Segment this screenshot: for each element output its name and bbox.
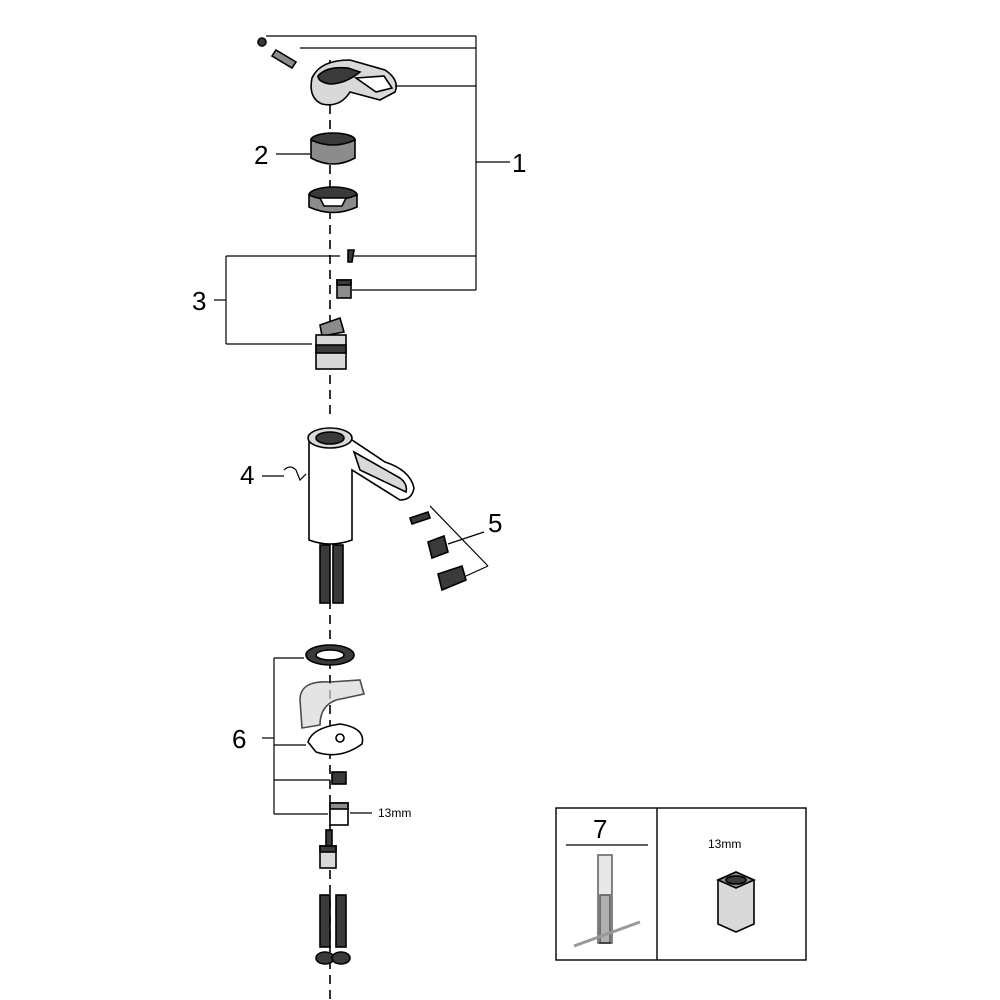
callout-1-bracket [266, 35, 510, 291]
mounting-nut-small [331, 771, 347, 785]
mounting-nut-13mm [329, 802, 349, 826]
handle-lever [310, 59, 398, 106]
handle-screw [257, 37, 298, 70]
socket-nut-13mm-icon [716, 871, 756, 933]
callout-6-bracket [262, 657, 330, 815]
aerator-seal [408, 510, 432, 526]
hose-clip [283, 466, 307, 482]
aerator-insert [427, 534, 449, 560]
cartridge-adapter [336, 279, 352, 299]
callout-5-bracket [429, 505, 489, 577]
callout-3-bracket [214, 255, 340, 345]
callout-number-1: 1 [512, 148, 526, 178]
callout-number-2: 2 [254, 140, 268, 170]
small-pin [347, 249, 355, 263]
wrench-size-label: 13mm [378, 806, 411, 820]
horseshoe-plate [307, 723, 364, 756]
threaded-rod [325, 829, 333, 847]
mixer-body [307, 427, 415, 545]
callout-number-4: 4 [240, 460, 254, 490]
mounting-washer [305, 644, 355, 666]
callout-number-5: 5 [488, 508, 502, 538]
mounting-bracket [299, 679, 366, 729]
tool-box-size-label: 13mm [708, 837, 741, 851]
callout-number-3: 3 [192, 286, 206, 316]
flex-hoses-lower [315, 894, 351, 965]
aerator-housing [437, 564, 467, 592]
cartridge [315, 316, 347, 370]
callout-number-6: 6 [232, 724, 246, 754]
tool-box: 7 [555, 807, 807, 961]
callout-number-7: 7 [593, 814, 607, 844]
flex-hoses-upper [319, 544, 344, 604]
assembly-tool-icon [573, 854, 641, 948]
lock-nut [308, 186, 358, 214]
cap-ring [310, 132, 356, 165]
sleeve-nut [319, 845, 337, 869]
